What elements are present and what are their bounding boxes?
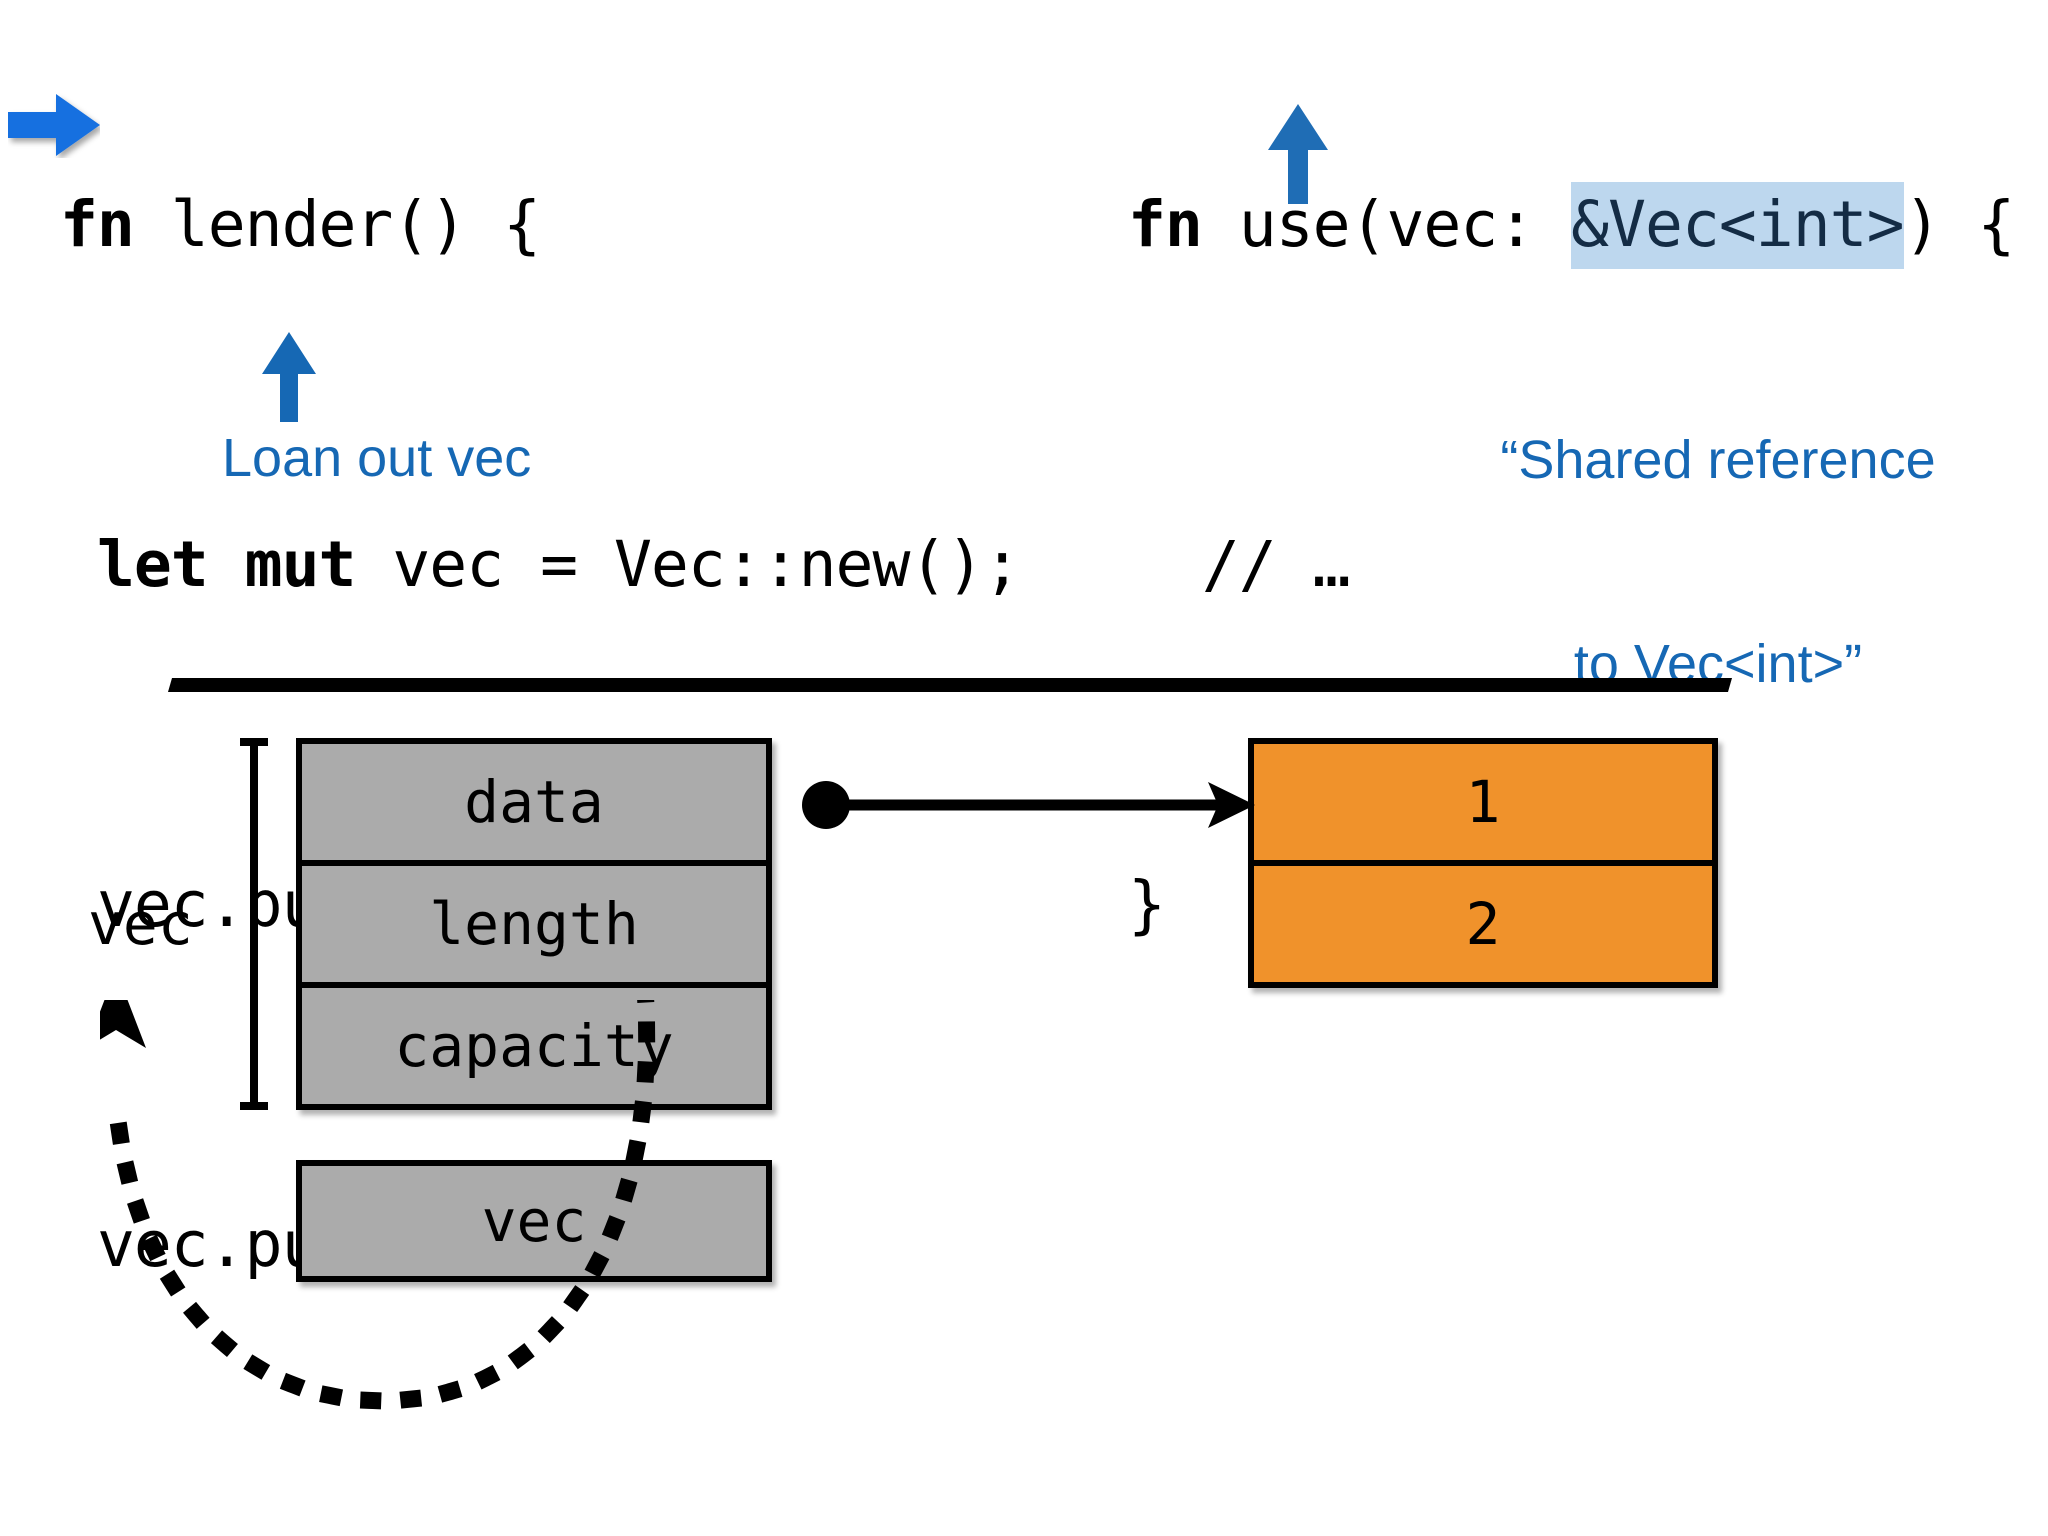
code-text: vec = Vec::new(); xyxy=(355,528,1021,601)
annotation-loan-out-vec: Loan out vec xyxy=(222,428,532,488)
vec-variable-box: vec xyxy=(296,1160,772,1282)
vec-struct-box: data length capacity xyxy=(296,738,772,1110)
code-line-fn-use: fn use(vec: &Vec<int>) { xyxy=(1128,182,2016,269)
code-text: // … xyxy=(1201,528,1351,601)
current-step-arrow-icon xyxy=(8,94,100,156)
code-indent xyxy=(60,528,97,601)
highlight-shared-reference-type: &Vec<int> xyxy=(1571,182,1905,269)
code-line-comment: // … xyxy=(1128,522,2014,607)
heap-element-0: 1 xyxy=(1254,744,1712,860)
code-keyword: fn xyxy=(1128,188,1203,261)
code-keyword: fn xyxy=(60,188,135,261)
code-text-tail: ) { xyxy=(1903,188,2016,261)
shared-reference-arrow-icon xyxy=(1268,104,1328,204)
borrow-back-reference-dotted-arrow-icon xyxy=(100,1000,656,1410)
loan-out-arrow-icon xyxy=(262,332,316,422)
vec-struct-label: vec xyxy=(88,890,193,958)
vec-variable-name: vec xyxy=(302,1166,766,1276)
code-indent xyxy=(60,1208,97,1281)
code-indent xyxy=(1128,528,1202,601)
code-line-let-mut-vec: let mut vec = Vec::new(); xyxy=(60,522,1021,607)
code-text: lender() { xyxy=(133,188,541,261)
code-line-fn-lender: fn lender() { xyxy=(60,182,1020,267)
vec-field-length: length xyxy=(302,860,766,982)
heap-buffer-box: 1 2 xyxy=(1248,738,1718,988)
code-text: use(vec: xyxy=(1201,188,1572,261)
stack-heap-divider xyxy=(167,678,1733,692)
code-block-use: fn use(vec: &Vec<int>) { // … } xyxy=(1128,12,2016,1117)
vec-field-data: data xyxy=(302,744,766,860)
code-keyword: let mut xyxy=(96,528,357,601)
code-text: } xyxy=(1128,868,1166,941)
vec-extent-bracket-icon xyxy=(240,738,268,1110)
data-to-heap-pointer-arrow-icon xyxy=(802,781,1255,829)
vec-field-capacity: capacity xyxy=(302,982,766,1104)
annotation-shared-reference: “Shared reference to Vec<int>” xyxy=(1408,290,2028,834)
code-line-close-brace: } xyxy=(1128,862,2014,947)
heap-element-1: 2 xyxy=(1254,860,1712,982)
annotation-shared-reference-line-1: “Shared reference xyxy=(1500,430,1936,490)
